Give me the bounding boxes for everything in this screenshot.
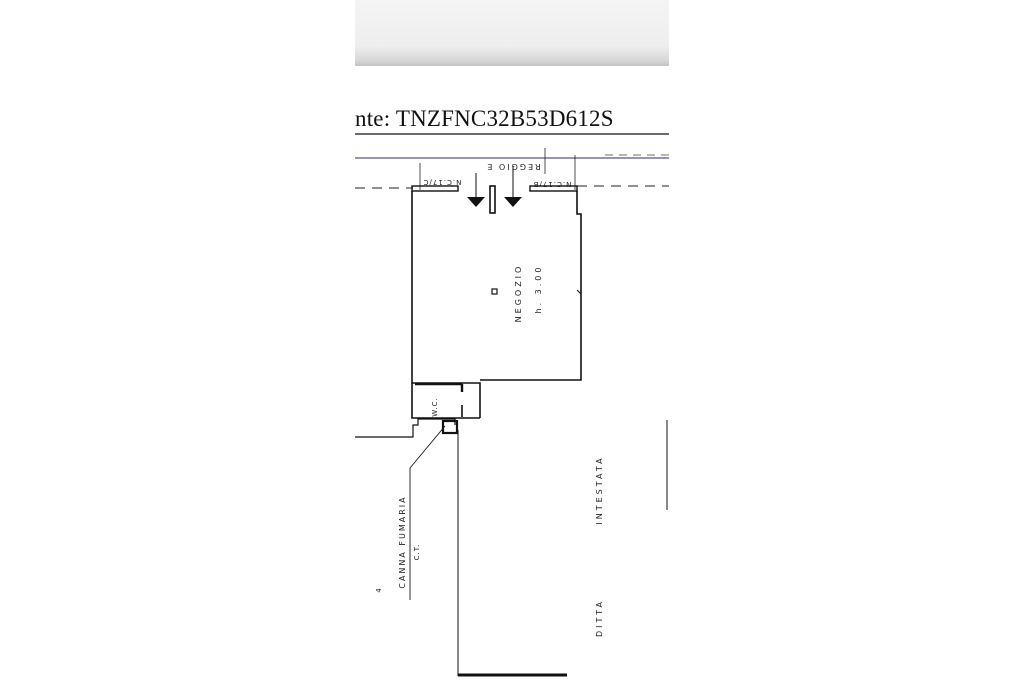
flue-label: CANNA FUMARIA	[398, 495, 407, 588]
owner-tax-code-header: nte: TNZFNC32B53D612S	[355, 106, 614, 131]
neighbor-label-2: INTESTATA	[595, 455, 604, 524]
arrow-label: 4	[375, 587, 383, 592]
flue-sub-label: C.T.	[413, 544, 421, 561]
front-pillar	[489, 185, 496, 214]
wall-notch	[576, 289, 582, 295]
neighbor-label: DITTA	[595, 599, 604, 637]
entrance-arrow-left	[467, 197, 485, 207]
document-page: nte: TNZFNC32B53D612S REGGIO E N.C.17/C …	[355, 0, 669, 682]
room-name-label: NEGOZIO	[514, 264, 523, 323]
flue-duct	[441, 419, 459, 435]
step-outline	[355, 418, 456, 438]
entrance-arrow-right	[504, 197, 522, 207]
flue-leader	[409, 425, 446, 469]
viewer-top-bar	[355, 0, 669, 66]
door-right	[529, 185, 578, 192]
room-height-label: h. 3.00	[534, 265, 543, 314]
column-marker	[491, 288, 498, 295]
wc-wall	[411, 383, 480, 419]
door-left-label: N.C.17/C	[423, 178, 462, 186]
door-right-label: N.C.17/B	[533, 180, 572, 188]
door-left	[411, 185, 459, 192]
wc-label: W.C.	[431, 397, 439, 416]
floor-plan-drawing: REGGIO E N.C.17/C N.C.17/B NEGOZIO h. 3.…	[355, 133, 669, 677]
shop-wall-right	[480, 191, 582, 381]
